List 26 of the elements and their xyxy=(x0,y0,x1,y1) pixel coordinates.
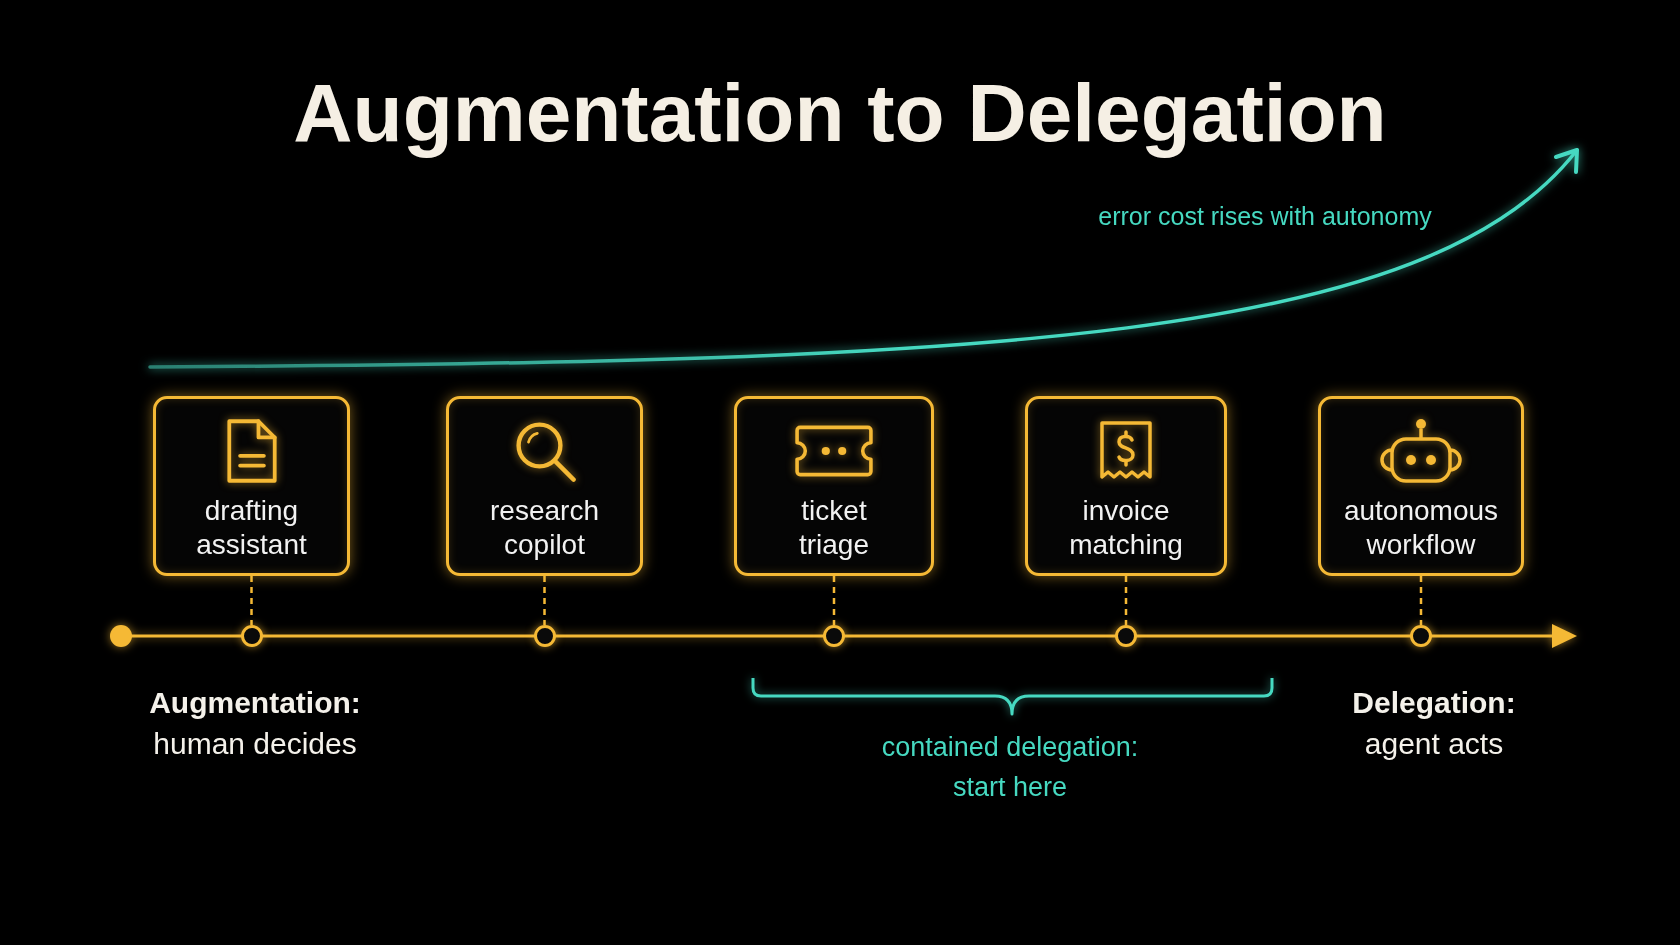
stage-label: research copilot xyxy=(489,494,600,562)
stage-caption: agent acts xyxy=(1364,726,1504,762)
stage-caption: Augmentation: xyxy=(149,685,361,721)
trend-label: error cost rises with autonomy xyxy=(1098,201,1432,232)
stage-card xyxy=(446,396,643,576)
stage-label: drafting assistant xyxy=(195,494,308,562)
timeline-marker xyxy=(1115,625,1137,647)
stage-label: autonomous workflow xyxy=(1342,494,1500,562)
dashed-connector xyxy=(543,576,546,625)
stage-label: invoice matching xyxy=(1068,494,1184,562)
stage-caption: human decides xyxy=(153,726,357,762)
timeline-marker xyxy=(240,625,263,647)
dashed-connector xyxy=(1419,576,1423,625)
dashed-connector xyxy=(1124,576,1128,625)
dashed-connector xyxy=(250,576,253,625)
timeline-marker xyxy=(1410,625,1432,647)
bracket-label: contained delegation: start here xyxy=(880,731,1140,804)
timeline-marker xyxy=(533,625,556,647)
timeline-marker xyxy=(823,625,845,647)
stage-card xyxy=(1318,396,1524,576)
stage-card xyxy=(734,396,934,576)
stage-card xyxy=(1025,396,1227,576)
dashed-connector xyxy=(832,576,836,625)
stage-card xyxy=(153,396,350,576)
stage-caption: Delegation: xyxy=(1352,685,1516,721)
stage-label: ticket triage xyxy=(797,494,870,562)
